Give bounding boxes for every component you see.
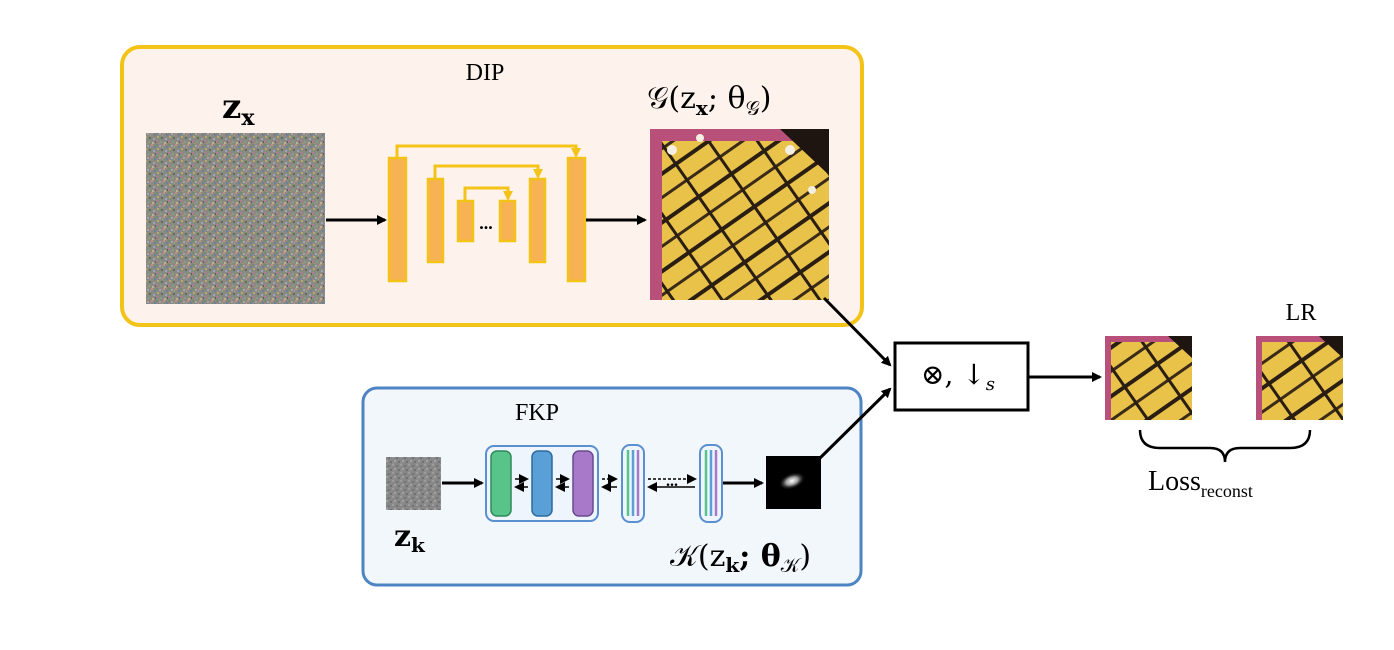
unet-network: ... bbox=[387, 144, 587, 283]
loss-label: Lossreconst bbox=[1148, 466, 1253, 501]
dip-input-label: zx bbox=[222, 87, 255, 131]
flow-coupling-arrows-2 bbox=[601, 474, 618, 492]
operator-label: ⊗, ↓s bbox=[921, 358, 995, 395]
dip-noise-image bbox=[146, 133, 325, 304]
dip-output-image bbox=[650, 129, 829, 300]
fkp-title: FKP bbox=[515, 400, 559, 426]
unet-encoder-block-2 bbox=[426, 177, 445, 264]
unet-skip-connection-outer bbox=[395, 144, 581, 158]
unet-decoder-block-1 bbox=[566, 156, 587, 283]
loss-brace bbox=[1138, 429, 1312, 463]
observed-lr-image bbox=[1256, 336, 1343, 420]
fkp-noise-image bbox=[386, 457, 441, 510]
fkp-to-operator-arrow bbox=[816, 387, 892, 462]
unet-skip-connection-inner bbox=[463, 186, 513, 201]
flow-ellipsis: ... bbox=[666, 473, 678, 490]
dip-title: DIP bbox=[466, 60, 505, 86]
lr-label: LR bbox=[1286, 300, 1317, 326]
dip-to-operator-arrow bbox=[822, 296, 892, 367]
flow-block-blue bbox=[531, 450, 553, 517]
normalizing-flow-network: ... bbox=[485, 444, 723, 523]
flow-block-green bbox=[490, 450, 512, 517]
flow-dots-arrows bbox=[647, 474, 697, 492]
unet-decoder-block-3 bbox=[498, 199, 517, 243]
fkp-kernel-blob bbox=[778, 472, 806, 490]
fkp-input-label: zk bbox=[394, 519, 426, 557]
flow-block-purple bbox=[572, 450, 594, 517]
generated-lr-image bbox=[1105, 336, 1192, 420]
operator-box bbox=[893, 341, 1030, 412]
unet-decoder-block-2 bbox=[528, 177, 547, 264]
flow-coupling-arrows-1 bbox=[514, 474, 570, 492]
unet-skip-connection-middle bbox=[433, 164, 543, 179]
dip-output-label: 𝒢(zx; θ𝒢) bbox=[647, 81, 772, 120]
unet-encoder-block-3 bbox=[456, 199, 475, 243]
fkp-output-label: 𝒦(zk; θ𝒦) bbox=[670, 539, 811, 577]
unet-ellipsis: ... bbox=[479, 213, 493, 233]
unet-encoder-block-1 bbox=[387, 156, 408, 283]
